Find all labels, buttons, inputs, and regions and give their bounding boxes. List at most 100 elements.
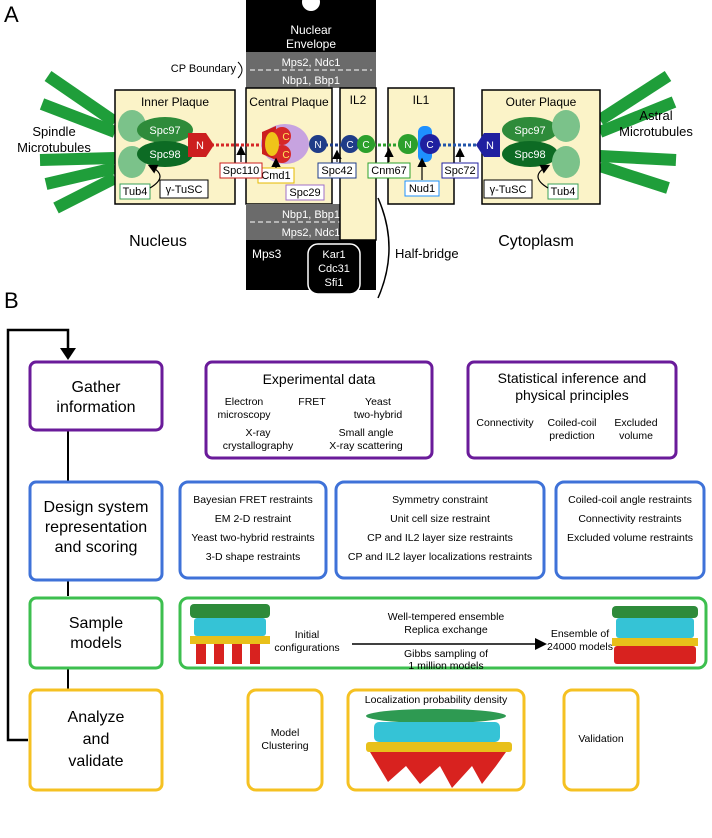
astral-microtubules-line1: Astral [639, 108, 672, 123]
terminus-c: C [426, 140, 433, 151]
ensemble-line2: 24000 models [547, 641, 613, 653]
clustering-line1: Model [271, 727, 300, 739]
stage-design-box [28, 480, 164, 582]
half-bridge-label: Half-bridge [395, 246, 459, 261]
statistical-item: Coiled-coil [547, 417, 596, 429]
nud1-label: Nud1 [409, 183, 435, 195]
nbp1-bbp1-bottom: Nbp1, Bbp1 [282, 209, 340, 221]
restraint-item: CP and IL2 layer size restraints [367, 532, 513, 544]
cnm67-box [367, 162, 411, 179]
restraints-box-1 [178, 480, 328, 580]
pore-top [302, 0, 320, 11]
experimental-item: Yeast [365, 396, 391, 408]
experimental-item: X-ray [245, 427, 271, 439]
restraint-item: Yeast two-hybrid restraints [191, 532, 314, 544]
gamma-tusc-box [483, 179, 533, 199]
terminus-c: C [362, 140, 369, 151]
statistical-item: volume [619, 430, 653, 442]
ensemble-line1: Ensemble of [551, 628, 609, 640]
spc97-blob [137, 117, 193, 143]
spindle-microtubules-line2: Microtubules [17, 140, 91, 155]
spc110-label: Spc110 [223, 165, 260, 177]
terminus-c: C [282, 150, 289, 161]
cmd1-label: Cmd1 [261, 170, 290, 182]
tub4-blob [552, 146, 580, 178]
spc72-n-terminus [476, 133, 500, 157]
tub4-label: Tub4 [551, 186, 576, 198]
spc42-c-terminus [341, 135, 359, 153]
restraint-item: Connectivity restraints [578, 513, 681, 525]
spc42-n-terminus [309, 135, 327, 153]
stage-gather-title-line2: information [56, 399, 135, 416]
spc98-label: Spc98 [149, 149, 180, 161]
gibbs-line1: Gibbs sampling of [404, 648, 488, 660]
spc42-label: Spc42 [321, 165, 352, 177]
statistical-title-line1: Statistical inference and [498, 370, 647, 386]
spc72-box [441, 162, 479, 179]
terminus-c: C [346, 140, 353, 151]
initial-configurations-line1: Initial [295, 629, 320, 641]
panel-a-label: A [4, 2, 19, 27]
nud1-box [404, 180, 440, 197]
nucleus-label: Nucleus [129, 233, 187, 250]
statistical-item: Connectivity [476, 417, 534, 429]
restraints-box-3 [554, 480, 706, 580]
clustering-line2: Clustering [261, 740, 308, 752]
restraint-item: Symmetry constraint [392, 494, 488, 506]
mps2-ndc1-top: Mps2, Ndc1 [282, 57, 341, 69]
stage-analyze-title-line3: validate [68, 753, 123, 770]
terminus-n: N [404, 140, 411, 151]
workflow-loop-arrowhead [60, 348, 76, 360]
mps2-ndc1-bottom: Mps2, Ndc1 [282, 227, 341, 239]
stage-design-title-line2: representation [45, 519, 147, 536]
stage-gather-box [28, 360, 164, 432]
stage-analyze-box [28, 688, 164, 792]
terminus-n: N [486, 140, 494, 152]
cytoplasm-label: Cytoplasm [498, 233, 574, 250]
statistical-item: prediction [549, 430, 595, 442]
restraint-item: EM 2-D restraint [215, 513, 292, 525]
sampling-method-line2: Replica exchange [404, 624, 488, 636]
statistical-title-line2: physical principles [515, 387, 629, 403]
spc110-n-terminus [188, 133, 214, 157]
experimental-data-box [204, 360, 434, 460]
gamma-tusc-label: γ-TuSC [490, 184, 527, 196]
half-bridge-proteins [307, 243, 361, 295]
gamma-tusc-box [159, 179, 209, 199]
spc98-blob [502, 141, 558, 167]
model-clustering-box [246, 688, 324, 792]
outer-plaque-title: Outer Plaque [506, 95, 577, 109]
tub4-box [547, 183, 579, 200]
localization-density-title: Localization probability density [365, 694, 508, 706]
il1-title: IL1 [413, 93, 430, 107]
ensemble-models [612, 606, 698, 664]
restraint-item: Excluded volume restraints [567, 532, 693, 544]
nuclear-envelope-top [246, 0, 376, 52]
nbp1-bbp1-top: Nbp1, Bbp1 [282, 75, 340, 87]
spc42-box [317, 162, 357, 179]
stage-sample-box [28, 596, 164, 670]
nuclear-envelope-line2: Envelope [286, 37, 336, 51]
terminus-n: N [196, 140, 204, 152]
inner-plaque-title: Inner Plaque [141, 95, 209, 109]
sfi1-label: Sfi1 [325, 277, 344, 289]
workflow-loop-line [6, 328, 70, 742]
validation-label: Validation [578, 733, 623, 745]
statistical-inference-box [466, 360, 678, 460]
restraint-item: 3-D shape restraints [206, 551, 301, 563]
mps3-label: Mps3 [252, 247, 282, 261]
restraint-item: Bayesian FRET restraints [193, 494, 312, 506]
cnm67-label: Cnm67 [371, 165, 406, 177]
tub4-blob [552, 110, 580, 142]
cnm67-n-terminus [398, 134, 418, 154]
experimental-item: Small angle [339, 427, 394, 439]
experimental-item: crystallography [223, 440, 294, 452]
experimental-item: X-ray scattering [329, 440, 403, 452]
statistical-item: Excluded [614, 417, 657, 429]
stage-sample-title-line1: Sample [69, 615, 123, 632]
sampling-box [178, 596, 708, 670]
experimental-item: microscopy [217, 409, 271, 421]
spc29-box [285, 184, 325, 201]
